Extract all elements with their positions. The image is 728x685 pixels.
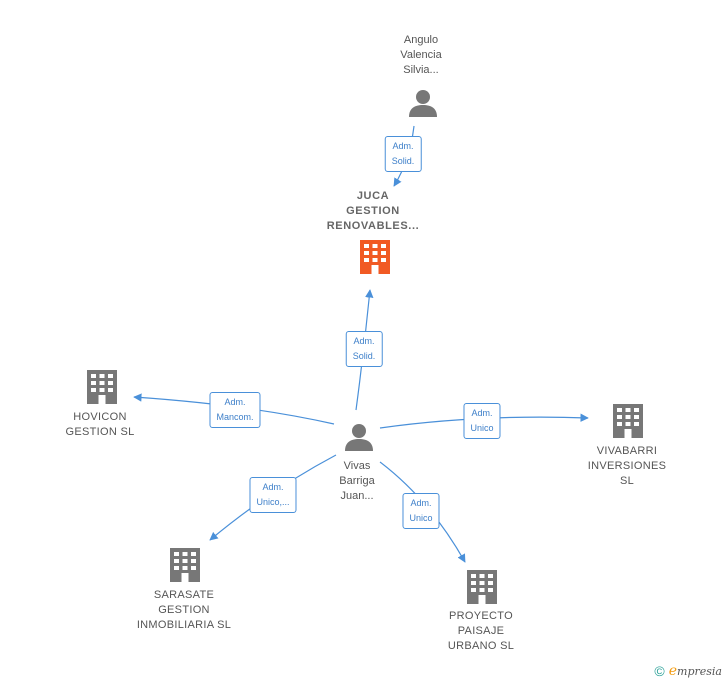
brand-logo: empresia — [669, 663, 722, 679]
node-label-vivas[interactable]: Vivas Barriga Juan... — [339, 459, 374, 504]
node-label-line: URBANO SL — [447, 640, 515, 652]
node-label-line: HOVICON — [73, 411, 127, 423]
copyright-icon: © — [654, 663, 665, 679]
brand-initial: e — [668, 663, 678, 679]
edge-label-line: Unico,... — [256, 497, 290, 507]
edge-label-line: Solid. — [391, 156, 415, 166]
node-label-line: VIVABARRI — [596, 445, 658, 457]
node-label-line: SL — [619, 475, 635, 487]
brand-rest: mpresia — [677, 665, 722, 678]
edge-label-line: Adm. — [262, 482, 284, 492]
edge-label-vivas-vivabarri[interactable]: Adm. Unico — [463, 403, 501, 439]
node-label-vivabarri[interactable]: VIVABARRI INVERSIONES SL — [588, 444, 667, 489]
edge-label-line: Adm. — [353, 336, 375, 346]
edge-label-line: Solid. — [352, 351, 376, 361]
node-label-line: GESTION — [158, 604, 210, 616]
building-icon[interactable] — [170, 548, 200, 582]
node-label-line: GESTION SL — [65, 426, 135, 438]
edge-label-line: Adm. — [392, 141, 414, 151]
node-label-line: Barriga — [339, 475, 375, 487]
node-label-line: RENOVABLES... — [326, 220, 420, 232]
footer-brand[interactable]: © empresia — [654, 663, 722, 679]
edge-label-line: Adm. — [471, 408, 493, 418]
edge-label-line: Unico — [470, 423, 494, 433]
edge-label-angulo-juca[interactable]: Adm. Solid. — [384, 136, 422, 172]
node-label-juca[interactable]: JUCA GESTION RENOVABLES... — [327, 189, 420, 234]
node-label-line: Juan... — [340, 490, 374, 502]
node-label-line: Angulo — [403, 34, 439, 46]
node-label-line: INVERSIONES — [587, 460, 667, 472]
edge-label-vivas-sarasate[interactable]: Adm. Unico,... — [249, 477, 297, 513]
node-label-line: JUCA — [356, 190, 390, 202]
edge-label-line: Mancom. — [216, 412, 254, 422]
node-label-angulo[interactable]: Angulo Valencia Silvia... — [400, 33, 441, 78]
edge-label-line: Adm. — [410, 498, 432, 508]
edge-label-vivas-proyecto[interactable]: Adm. Unico — [402, 493, 440, 529]
node-label-line: SARASATE — [153, 589, 215, 601]
node-label-line: Silvia... — [403, 64, 439, 76]
person-icon[interactable] — [345, 424, 373, 451]
edge-label-vivas-juca[interactable]: Adm. Solid. — [345, 331, 383, 367]
building-icon[interactable] — [360, 240, 390, 274]
building-icon[interactable] — [87, 370, 117, 404]
node-label-hovicon[interactable]: HOVICON GESTION SL — [65, 410, 134, 440]
building-icon[interactable] — [467, 570, 497, 604]
node-label-line: Vivas — [343, 460, 371, 472]
edge-label-line: Adm. — [224, 397, 246, 407]
node-label-sarasate[interactable]: SARASATE GESTION INMOBILIARIA SL — [137, 588, 231, 633]
edge-label-line: Unico — [409, 513, 433, 523]
edge-label-vivas-hovicon[interactable]: Adm. Mancom. — [209, 392, 261, 428]
node-label-line: PROYECTO — [449, 610, 513, 622]
building-icon[interactable] — [613, 404, 643, 438]
node-label-proyecto[interactable]: PROYECTO PAISAJE URBANO SL — [448, 609, 514, 654]
node-label-line: INMOBILIARIA SL — [136, 619, 232, 631]
node-label-line: GESTION — [346, 205, 400, 217]
node-label-line: Valencia — [400, 49, 442, 61]
person-icon[interactable] — [409, 90, 437, 117]
node-label-line: PAISAJE — [457, 625, 505, 637]
